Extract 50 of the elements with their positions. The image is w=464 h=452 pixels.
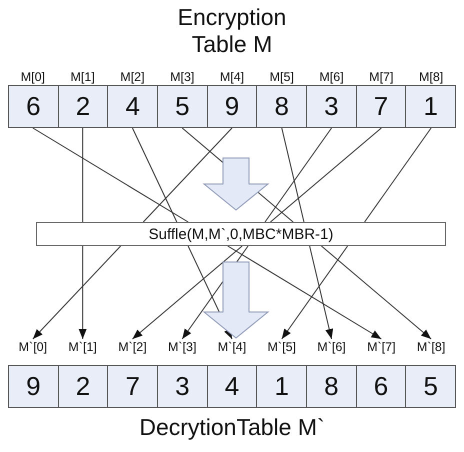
index-label: M[6] [318,70,345,84]
array-table [8,85,456,128]
block-arrow [202,262,270,339]
index-label: M`[3] [166,340,198,354]
arrow [309,246,334,340]
table-title: Encryption Table M [176,4,288,58]
array-cell: 6 [356,366,406,407]
arrow [32,246,122,340]
index-label: M[3] [169,70,196,84]
index-label: M[7] [368,70,394,84]
arrow [281,246,348,340]
index-label: M`[2] [117,340,148,354]
array-cell: 7 [356,86,406,127]
arrow [227,246,382,340]
index-label: M[5] [268,70,295,84]
array-cell: 7 [107,366,158,407]
index-label: M`[7] [366,340,397,354]
array-cell: 5 [157,86,207,127]
index-label: M`[8] [416,340,446,354]
array-cell: 3 [306,86,356,127]
array-cell: 1 [405,86,456,127]
index-label: M[2] [119,70,146,84]
index-label: M`[5] [266,340,297,354]
array-cell: 1 [256,366,306,407]
array-cell: 4 [206,366,256,407]
array-cell: 4 [107,86,158,127]
array-cell: 9 [206,86,256,127]
arrow [320,246,432,340]
array-cell: 5 [405,366,456,407]
index-label: M`[1] [67,340,98,354]
arrow [78,246,87,340]
array-cell: 8 [256,86,306,127]
array-cell: 8 [306,366,356,407]
array-cell: 3 [157,366,207,407]
index-label: M[1] [70,70,96,84]
index-label: M`[6] [316,340,347,354]
array-cell: 2 [58,86,108,127]
array-cell: 6 [9,86,58,127]
table-title: DecrytionTable M` [139,414,325,440]
arrow [132,246,243,340]
function-box: Suffle(M,M`,0,MBC*MBR-1) [36,222,446,246]
index-label: M`[4] [216,340,248,354]
index-label: M[0] [20,70,46,84]
array-table [8,365,456,408]
index-label: M`[0] [18,340,48,354]
array-cell: 9 [9,366,58,407]
index-label: M[4] [218,70,246,84]
block-arrow [202,158,270,211]
array-cell: 2 [58,366,108,407]
index-label: M[8] [418,70,444,84]
